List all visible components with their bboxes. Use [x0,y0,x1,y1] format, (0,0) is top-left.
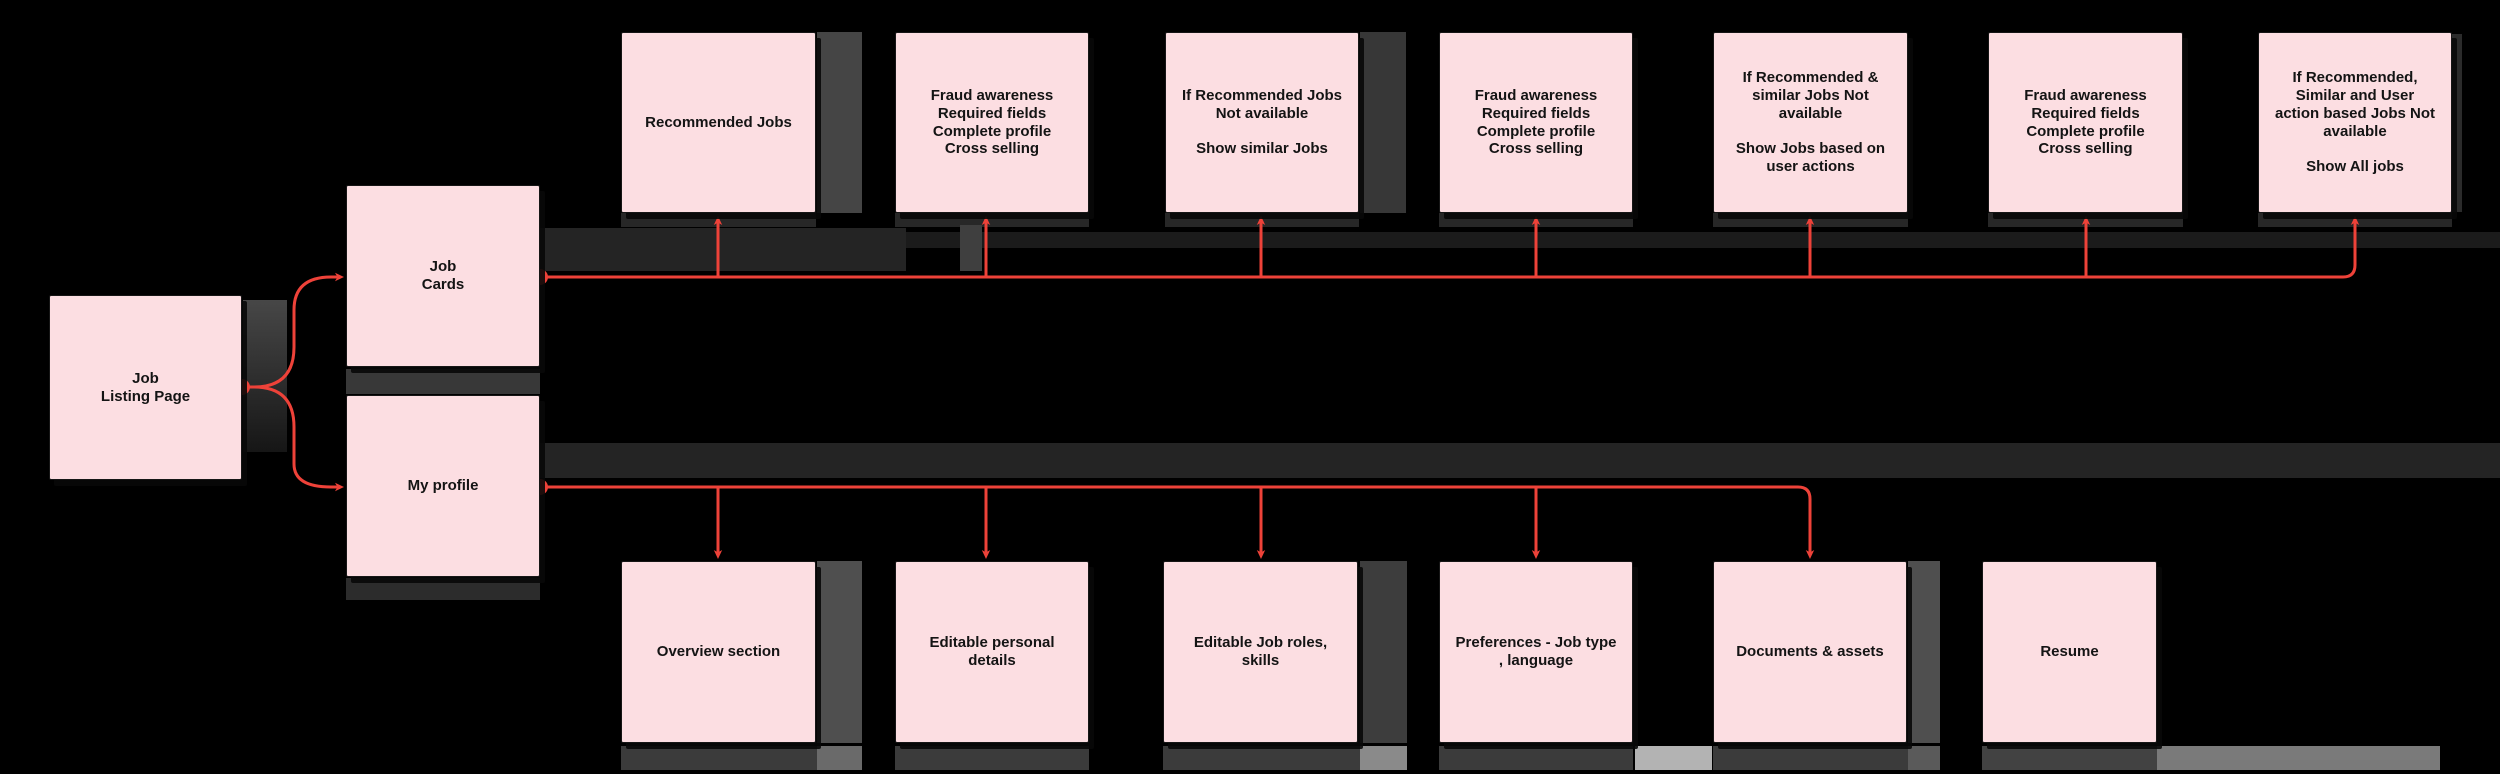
smear-artifact [1713,746,1908,770]
smear-artifact [243,300,287,452]
node-editable-personal-details[interactable]: Editable personal details [895,561,1089,743]
smear-artifact [2157,746,2440,770]
smear-artifact [346,443,2500,478]
smear-artifact [1908,746,1940,770]
smear-artifact [1360,32,1406,213]
node-if-recommended-similar-not-available[interactable]: If Recommended & similar Jobs Not availa… [1713,32,1908,213]
smear-artifact [1982,746,2157,770]
connector-jobcards-trunk[interactable] [538,216,2360,279]
node-if-recommended-not-available[interactable]: If Recommended Jobs Not available Show s… [1165,32,1359,213]
smear-artifact [2452,34,2462,212]
smear-artifact [1163,746,1360,770]
smear-artifact [346,369,540,394]
smear-artifact [817,32,862,213]
smear-artifact [1360,746,1407,770]
node-job-listing-page[interactable]: Job Listing Page [49,295,242,480]
node-preferences-job-type-language[interactable]: Preferences - Job type , language [1439,561,1633,743]
connector-myprofile-trunk[interactable] [538,485,1815,559]
smear-artifact [346,578,540,600]
smear-artifact [1635,746,1712,770]
smear-artifact [817,746,862,770]
smear-artifact [960,225,982,271]
node-my-profile[interactable]: My profile [346,395,540,577]
smear-artifact [621,746,817,770]
smear-artifact [1439,746,1633,770]
node-fraud-awareness-2[interactable]: Fraud awareness Required fields Complete… [1439,32,1633,213]
node-editable-job-roles-skills[interactable]: Editable Job roles, skills [1163,561,1358,743]
smear-artifact [895,746,1089,770]
node-recommended-jobs[interactable]: Recommended Jobs [621,32,816,213]
connector-joblisting-jobcards[interactable] [240,272,344,389]
node-overview-section[interactable]: Overview section [621,561,816,743]
smear-artifact [540,228,906,271]
smear-artifact [895,213,1089,227]
smear-artifact [1908,561,1940,743]
node-fraud-awareness-3[interactable]: Fraud awareness Required fields Complete… [1988,32,2183,213]
smear-artifact [1360,561,1407,743]
smear-artifact [817,561,862,743]
node-if-all-not-available[interactable]: If Recommended, Similar and User action … [2258,32,2452,213]
node-resume[interactable]: Resume [1982,561,2157,743]
node-documents-assets[interactable]: Documents & assets [1713,561,1907,743]
connector-joblisting-myprofile[interactable] [240,385,344,492]
node-fraud-awareness-1[interactable]: Fraud awareness Required fields Complete… [895,32,1089,213]
node-job-cards[interactable]: Job Cards [346,185,540,367]
